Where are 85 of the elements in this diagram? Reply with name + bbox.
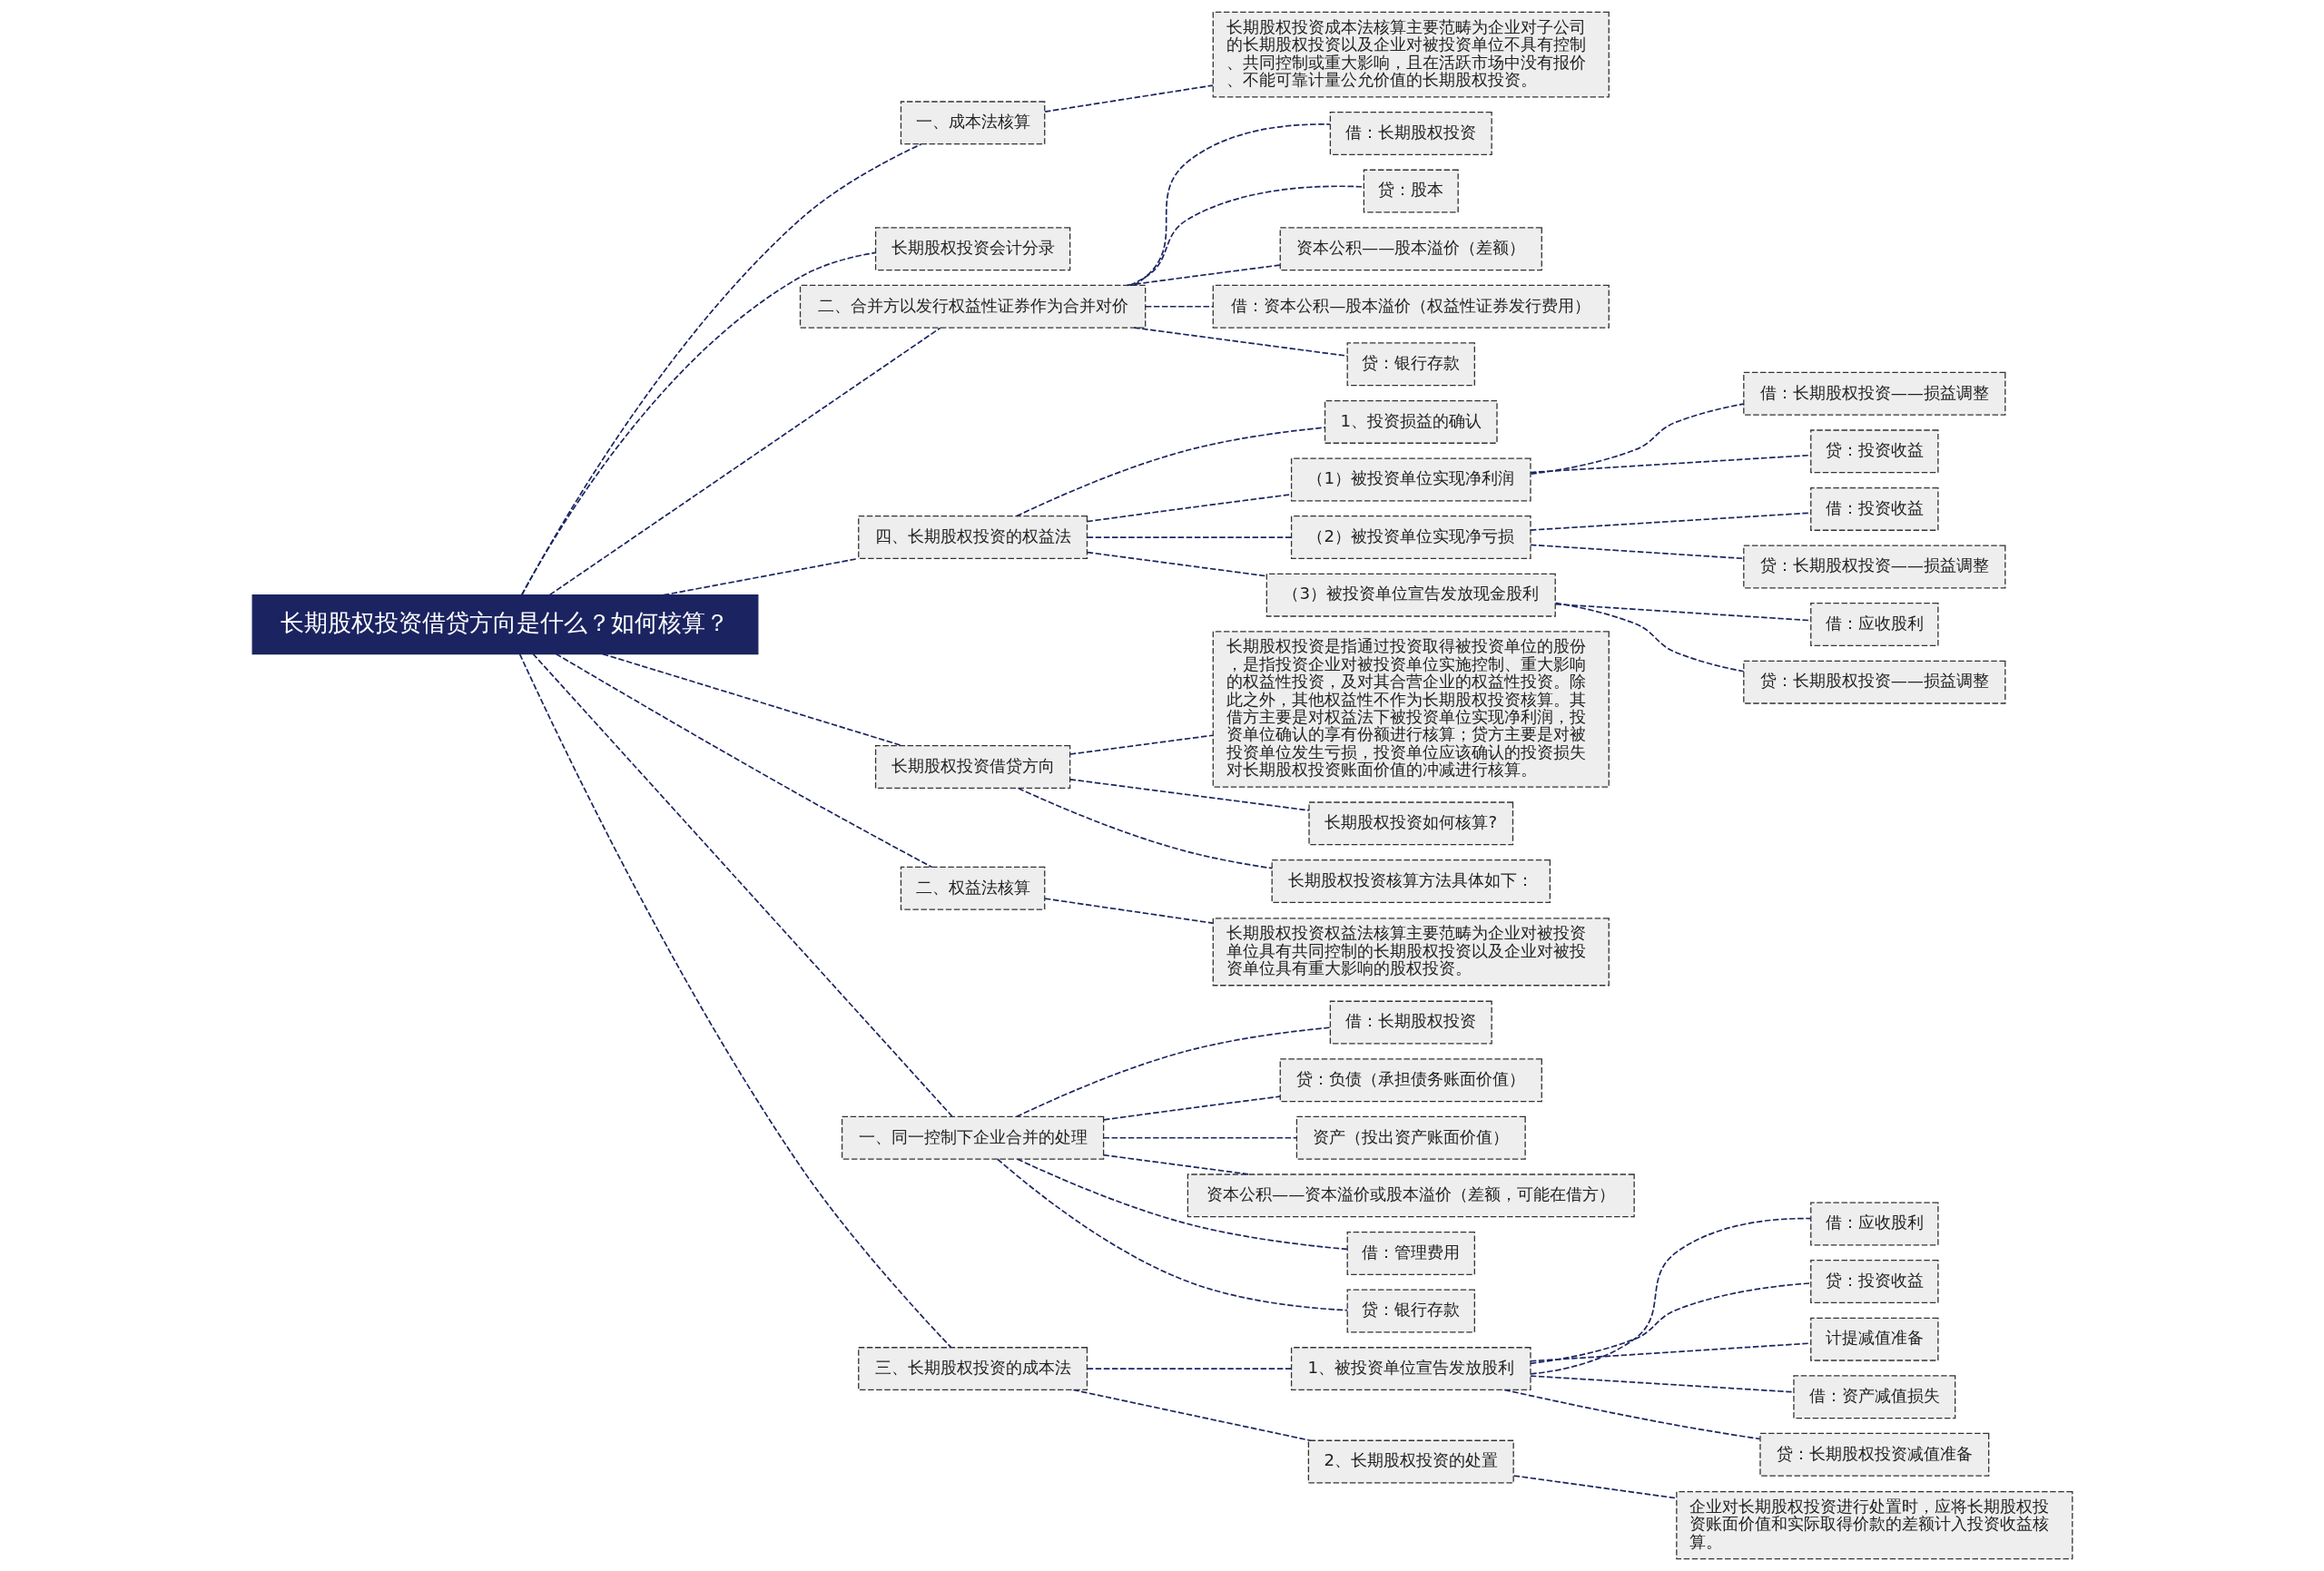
node-box: 企业对长期股权投资进行处置时，应将长期股权投资账面价值和实际取得价款的差额计入投资收益核算。: [1675, 1491, 2073, 1560]
node-box: 贷：投资收益: [1809, 1260, 1939, 1304]
connector: [1529, 454, 1812, 474]
connector: [1529, 1342, 1812, 1362]
connector: [1503, 1389, 1760, 1440]
node-box: 借：长期股权投资: [1329, 112, 1492, 155]
node-box: 贷：负债（承担债务账面价值）: [1279, 1058, 1542, 1103]
node-box: 一、同一控制下企业合并的处理: [841, 1115, 1104, 1160]
node-box: 二、权益法核算: [900, 866, 1045, 910]
node-box: 贷：长期股权投资——损益调整: [1742, 660, 2005, 704]
node-box: 借：应收股利: [1809, 603, 1939, 647]
connector: [1086, 1368, 1292, 1370]
node-box: 计提减值准备: [1809, 1317, 1939, 1361]
connector: [1554, 603, 1811, 622]
node-box: 贷：银行存款: [1346, 342, 1475, 387]
connector: [1126, 264, 1281, 287]
connector: [1529, 512, 1812, 531]
connector: [1102, 1095, 1281, 1121]
node-box: 四、长期股权投资的权益法: [857, 515, 1088, 560]
connector: [1102, 1136, 1297, 1139]
connector: [1086, 536, 1292, 538]
node-box: 长期股权投资借贷方向: [874, 745, 1070, 790]
connector: [1529, 1217, 1811, 1375]
node-box: 贷：长期股权投资减值准备: [1758, 1432, 1989, 1477]
connector: [1102, 1154, 1250, 1175]
node-box: 借：投资收益: [1809, 486, 1939, 531]
connector: [1529, 544, 1744, 560]
connector: [548, 327, 941, 596]
node-box: 二、合并方以发行权益性证券作为合并对价: [799, 284, 1146, 329]
node-box: 借：资本公积—股本溢价（权益性证券发行费用）: [1212, 284, 1610, 329]
node-box: 贷：投资收益: [1809, 429, 1939, 474]
connector: [1068, 734, 1214, 755]
node-box: 资本公积——股本溢价（差额）: [1279, 227, 1542, 271]
connector: [520, 251, 876, 596]
node-box: 一、成本法核算: [900, 101, 1045, 145]
node-box: 长期股权投资会计分录: [874, 227, 1070, 271]
node-box: （1）被投资单位实现净利润: [1290, 457, 1531, 502]
connector: [1043, 898, 1214, 924]
connector: [1132, 123, 1331, 287]
node-box: 借：长期股权投资——损益调整: [1742, 371, 2005, 416]
node-box: 长期股权投资成本法核算主要范畴为企业对子公司的长期股权投资以及企业对被投资单位不具有控制、共同控制或重大影响，且在活跃市场中没有报价、不能可靠计量公允价值的长期股权投资。: [1212, 11, 1610, 98]
node-box: 借：管理费用: [1346, 1231, 1475, 1275]
node-box: 借：应收股利: [1809, 1202, 1939, 1246]
connector: [1554, 602, 1744, 673]
node-box: （2）被投资单位实现净亏损: [1290, 515, 1531, 560]
connector: [1132, 327, 1348, 358]
connector: [555, 653, 932, 869]
connector: [531, 653, 953, 1117]
connector: [1128, 185, 1364, 287]
node-box: 贷：股本: [1363, 169, 1459, 213]
connector: [996, 1158, 1348, 1311]
connector: [1529, 1282, 1811, 1365]
node-box: 长期股权投资如何核算?: [1307, 801, 1513, 846]
connector: [1072, 1389, 1311, 1442]
node-box: 长期股权投资是指通过投资取得被投资单位的股份，是指投资企业对被投资单位实施控制、重大影响的权益性投资，及对其合营企业的权益性投资。除此之外，其他权益性不作为长期股权投资核算。其借方主要是对权益法下被投资单位实现净利润，投资单位确认的享有份额进行核算；贷方主要是对被投资单位发生亏损，投资单位应该确认的投资损失对长期股权投资账面价值的冲减进行核算。: [1212, 631, 1610, 788]
connector: [1512, 1475, 1677, 1499]
connector: [1086, 494, 1292, 523]
node-box: 长期股权投资权益法核算主要范畴为企业对被投资单位具有共同控制的长期股权投资以及企业对被投资单位具有重大影响的股权投资。: [1212, 918, 1610, 987]
node-box: 长期股权投资借贷方向是什么？如何核算？: [251, 594, 758, 655]
connector: [1144, 305, 1214, 308]
node-box: 资产（投出资产账面价值）: [1295, 1115, 1526, 1160]
connector: [1015, 427, 1325, 517]
connector: [1015, 1026, 1331, 1118]
node-box: 三、长期股权投资的成本法: [857, 1347, 1088, 1391]
connector: [1529, 1375, 1795, 1393]
node-box: 资本公积——资本溢价或股本溢价（差额，可能在借方）: [1187, 1173, 1635, 1218]
connector: [1068, 778, 1310, 811]
connector: [1017, 787, 1273, 869]
node-box: 2、长期股权投资的处置: [1307, 1439, 1514, 1484]
connector: [601, 653, 903, 747]
connector: [1016, 1158, 1348, 1251]
connector: [662, 557, 859, 596]
node-box: 借：资产减值损失: [1792, 1375, 1955, 1419]
node-box: （3）被投资单位宣告发放现金股利: [1265, 573, 1556, 617]
connector: [520, 143, 921, 596]
node-box: 借：长期股权投资: [1329, 1000, 1492, 1045]
connector: [1086, 551, 1267, 577]
node-box: 贷：长期股权投资——损益调整: [1742, 545, 2005, 589]
node-box: 贷：银行存款: [1346, 1289, 1475, 1333]
connector: [1043, 84, 1214, 113]
connector: [1530, 403, 1745, 476]
node-box: 长期股权投资核算方法具体如下：: [1271, 859, 1551, 903]
node-box: 1、投资损益的确认: [1324, 399, 1498, 444]
connector: [518, 653, 951, 1349]
node-box: 1、被投资单位宣告发放股利: [1290, 1347, 1531, 1391]
